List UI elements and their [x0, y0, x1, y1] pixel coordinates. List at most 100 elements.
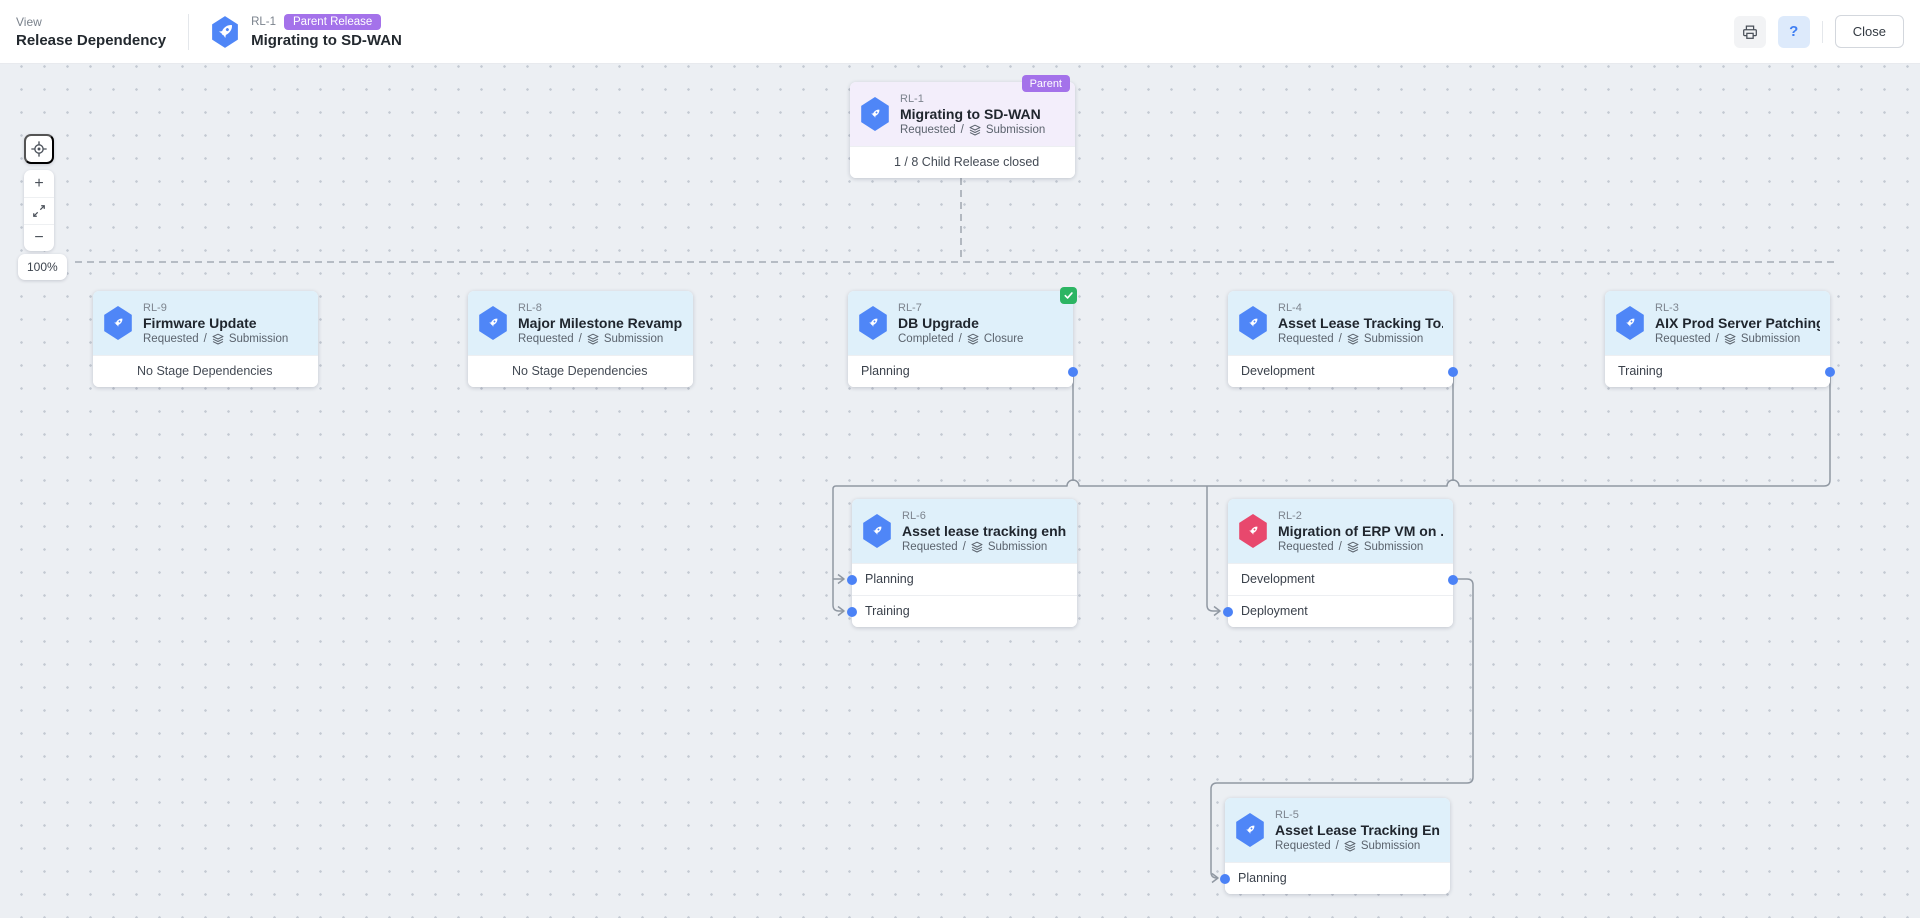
stage-connector-dot[interactable]	[1448, 366, 1458, 377]
release-id: RL-4	[1278, 301, 1302, 314]
status-divider: /	[1338, 332, 1342, 345]
stage-label: Training	[1618, 364, 1663, 378]
release-card[interactable]: RL-6 Asset lease tracking enh... Request…	[847, 499, 1077, 627]
parent-badge: Parent	[1021, 75, 1070, 92]
card-header: RL-1 Migrating to SD-WAN Requested / Sub…	[850, 82, 1075, 146]
card-header: RL-7 DB Upgrade Completed / Closure	[848, 291, 1073, 355]
stage-text: Submission	[1363, 332, 1424, 345]
stage-row[interactable]: Planning	[848, 355, 1078, 387]
stage-connector-dot[interactable]	[1220, 873, 1230, 884]
release-rocket-icon	[1239, 306, 1267, 340]
stage-row[interactable]: Planning	[1220, 862, 1450, 894]
dependency-canvas[interactable]: + − 100% Parent	[0, 64, 1920, 918]
stage-connector-dot[interactable]	[1448, 574, 1458, 585]
release-id: RL-1	[251, 16, 277, 28]
release-card[interactable]: RL-4 Asset Lease Tracking To... Requeste…	[1228, 291, 1458, 387]
release-card[interactable]: RL-3 AIX Prod Server Patching Requested …	[1605, 291, 1835, 387]
card-header: RL-9 Firmware Update Requested / Submiss…	[93, 291, 318, 355]
release-meta: RL-1 Parent Release Migrating to SD-WAN	[251, 14, 402, 49]
stage-connector-dot[interactable]	[847, 606, 857, 617]
status-divider: /	[958, 332, 962, 345]
stage-row[interactable]: Planning	[847, 563, 1077, 595]
release-status: Requested / Submission	[1275, 840, 1440, 852]
release-rocket-icon	[104, 306, 132, 340]
release-title: Migrating to SD-WAN	[900, 105, 1041, 122]
release-card[interactable]: RL-5 Asset Lease Tracking En... Requeste…	[1220, 798, 1450, 894]
release-title: Migration of ERP VM on ...	[1278, 522, 1443, 539]
stage-rows: Planning	[848, 355, 1078, 387]
status-text: Requested	[143, 332, 199, 345]
status-text: Completed	[898, 332, 954, 345]
release-rocket-icon	[212, 15, 238, 48]
release-card[interactable]: RL-9 Firmware Update Requested / Submiss…	[93, 291, 318, 387]
release-title: Migrating to SD-WAN	[251, 32, 402, 49]
release-id: RL-1	[900, 92, 924, 105]
close-button[interactable]: Close	[1834, 15, 1904, 48]
status-text: Requested	[1275, 839, 1331, 852]
stage-row[interactable]: Development	[1228, 355, 1458, 387]
stage-text: Submission	[603, 332, 664, 345]
release-card[interactable]: RL-2 Migration of ERP VM on ... Requeste…	[1223, 499, 1458, 627]
release-status: Requested / Submission	[518, 333, 682, 345]
info-row: No Stage Dependencies	[93, 355, 318, 387]
release-rocket-icon	[859, 306, 887, 340]
page-title: Release Dependency	[16, 31, 167, 49]
stage-rows: No Stage Dependencies	[93, 355, 318, 387]
fit-screen-button[interactable]	[24, 197, 54, 224]
help-button[interactable]: ?	[1777, 15, 1810, 48]
status-divider: /	[578, 332, 582, 345]
release-card[interactable]: Parent RL-1 Migrating to SD-WAN Requeste…	[850, 75, 1075, 178]
stage-rows: Development	[1228, 355, 1458, 387]
release-rocket-icon	[1236, 813, 1264, 847]
release-id: RL-7	[898, 301, 922, 314]
stage-label: Training	[865, 604, 910, 618]
stage-label: Development	[1241, 572, 1315, 586]
stage-text: Submission	[987, 540, 1048, 553]
card-header: RL-5 Asset Lease Tracking En... Requeste…	[1225, 798, 1450, 862]
stage-text: Submission	[1360, 839, 1421, 852]
release-status: Requested / Submission	[1278, 333, 1443, 345]
release-id: RL-2	[1278, 509, 1302, 522]
arrowhead-icon	[1213, 605, 1221, 617]
stage-connector-dot[interactable]	[1068, 366, 1078, 377]
locate-crosshair-icon	[31, 141, 47, 157]
stage-row[interactable]: Training	[1605, 355, 1835, 387]
dependency-wires	[75, 178, 1838, 884]
stage-layers-icon	[967, 333, 979, 344]
release-id: RL-8	[518, 301, 542, 314]
stage-row[interactable]: Development	[1228, 563, 1458, 595]
locate-button[interactable]	[24, 134, 54, 164]
release-card[interactable]: RL-8 Major Milestone Revamp Requested / …	[468, 291, 693, 387]
stage-rows: No Stage Dependencies	[468, 355, 693, 387]
arrowhead-icon	[1211, 872, 1219, 884]
stage-layers-icon	[1347, 541, 1359, 552]
stage-connector-dot[interactable]	[1825, 366, 1835, 377]
release-status: Requested / Submission	[1278, 541, 1443, 553]
release-card[interactable]: RL-7 DB Upgrade Completed / Closure	[848, 287, 1078, 387]
info-row: No Stage Dependencies	[468, 355, 693, 387]
connector-bus	[836, 371, 1831, 487]
card-header: RL-4 Asset Lease Tracking To... Requeste…	[1228, 291, 1453, 355]
release-status: Requested / Submission	[1655, 333, 1820, 345]
info-row: 1 / 8 Child Release closed	[850, 146, 1075, 178]
stage-connector-dot[interactable]	[847, 574, 857, 585]
stage-text: Submission	[1363, 540, 1424, 553]
status-divider: /	[1715, 332, 1719, 345]
stage-connector-dot[interactable]	[1223, 606, 1233, 617]
stage-label: Planning	[861, 364, 910, 378]
print-button[interactable]	[1733, 15, 1766, 48]
release-title: Major Milestone Revamp	[518, 314, 683, 331]
stage-row[interactable]: Deployment	[1223, 595, 1453, 627]
stage-row[interactable]: Training	[847, 595, 1077, 627]
release-id: RL-9	[143, 301, 167, 314]
stage-layers-icon	[969, 124, 981, 135]
card-header: RL-3 AIX Prod Server Patching Requested …	[1605, 291, 1830, 355]
arrowhead-icon	[837, 605, 845, 617]
release-title: Firmware Update	[143, 314, 257, 331]
stage-layers-icon	[1347, 333, 1359, 344]
release-id: RL-6	[902, 509, 926, 522]
zoom-out-button[interactable]: −	[24, 224, 54, 251]
connector-line	[832, 485, 843, 612]
zoom-in-button[interactable]: +	[34, 174, 44, 192]
